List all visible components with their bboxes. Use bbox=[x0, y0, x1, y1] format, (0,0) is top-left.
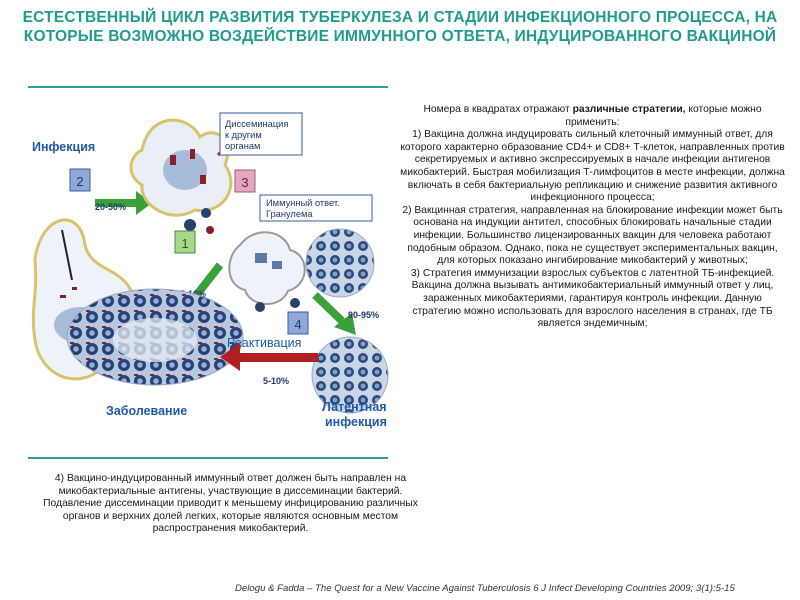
immune-response-box bbox=[259, 194, 373, 222]
lymphocyte-small bbox=[206, 226, 214, 234]
citation: Delogu & Fadda – The Quest for a New Vac… bbox=[235, 583, 735, 594]
pct-5-10-bottom-label: 5-10% bbox=[263, 376, 289, 386]
strategies-list: 1) Вакцина должна индуцировать сильный к… bbox=[400, 129, 785, 331]
intro-bold-text: различные стратегии, bbox=[572, 104, 686, 115]
strategies-intro: Номера в квадратах отражают различные ст… bbox=[400, 104, 785, 129]
necrotic-center bbox=[113, 318, 197, 362]
strategy-box-1 bbox=[174, 230, 196, 254]
intro-text-end: которые можно применить: bbox=[565, 104, 762, 128]
disease-label: Заболевание bbox=[106, 404, 187, 418]
immune-label-line2: Гранулема bbox=[266, 209, 313, 219]
inhalation-arrow bbox=[61, 229, 73, 281]
arrow-20-50-head bbox=[136, 191, 152, 215]
tb-cycle-diagram: Инфекция 2 20-50% 3 Диссеминация к други… bbox=[31, 112, 389, 429]
page-title: ЕСТЕСТВЕННЫЙ ЦИКЛ РАЗВИТИЯ ТУБЕРКУЛЕЗА И… bbox=[22, 9, 778, 45]
divider-top bbox=[28, 86, 388, 88]
immune-label-line1: Иммунный ответ. bbox=[266, 198, 340, 208]
latent-label-line2: инфекция bbox=[325, 415, 387, 429]
strategy-box-3 bbox=[234, 169, 256, 193]
reactivation-arrow bbox=[238, 353, 318, 362]
intro-text: Номера в квадратах отражают bbox=[423, 104, 573, 115]
arrow-90-95 bbox=[312, 292, 345, 324]
dissemination-label-line1: Диссеминация bbox=[225, 119, 288, 129]
top-macrophage-cell bbox=[129, 118, 233, 217]
strategies-description: Номера в квадратах отражают различные ст… bbox=[400, 104, 785, 331]
strategy-box-1-number: 1 bbox=[181, 236, 188, 251]
pct-20-50-label: 20-50% bbox=[95, 202, 126, 212]
strategy-box-4 bbox=[287, 311, 309, 335]
strategy-item-3: 3) Стратегия иммунизации взрослых субъек… bbox=[410, 267, 775, 330]
dissemination-label-line2: к другим bbox=[225, 130, 262, 140]
reactivation-label: Реактивация bbox=[227, 336, 301, 350]
infection-label: Инфекция bbox=[32, 140, 95, 154]
strategy-box-2-number: 2 bbox=[76, 174, 83, 189]
strategy-box-3-number: 3 bbox=[241, 175, 248, 190]
reactivation-arrow-head bbox=[220, 343, 240, 371]
dissemination-label-line3: органам bbox=[225, 141, 260, 151]
arrow-5-10-top bbox=[191, 262, 224, 300]
granuloma-cluster bbox=[305, 228, 375, 298]
dissemination-box bbox=[219, 112, 303, 156]
lymphocyte-small bbox=[290, 298, 300, 308]
pct-90-95-label: 90-95% bbox=[348, 310, 379, 320]
latent-granuloma bbox=[311, 336, 389, 414]
lymphocyte-small bbox=[184, 219, 196, 231]
strategy-item-2: 2) Вакцинная стратегия, направленная на … bbox=[402, 204, 783, 267]
strategy-item-1: 1) Вакцина должна индуцировать сильный к… bbox=[400, 129, 785, 204]
strategy-box-4-number: 4 bbox=[294, 317, 301, 332]
arrow-90-95-head bbox=[334, 313, 356, 335]
latent-label-line1: Латентная bbox=[322, 400, 387, 414]
strategy-item-4: 4) Вакцино-индуцированный иммунный ответ… bbox=[43, 473, 418, 535]
lymphocyte-small bbox=[255, 302, 265, 312]
granuloma-forming-cell bbox=[228, 231, 306, 305]
divider-bottom bbox=[28, 457, 388, 459]
lymphocyte-small bbox=[201, 208, 211, 218]
strategy-box-2 bbox=[69, 168, 91, 192]
